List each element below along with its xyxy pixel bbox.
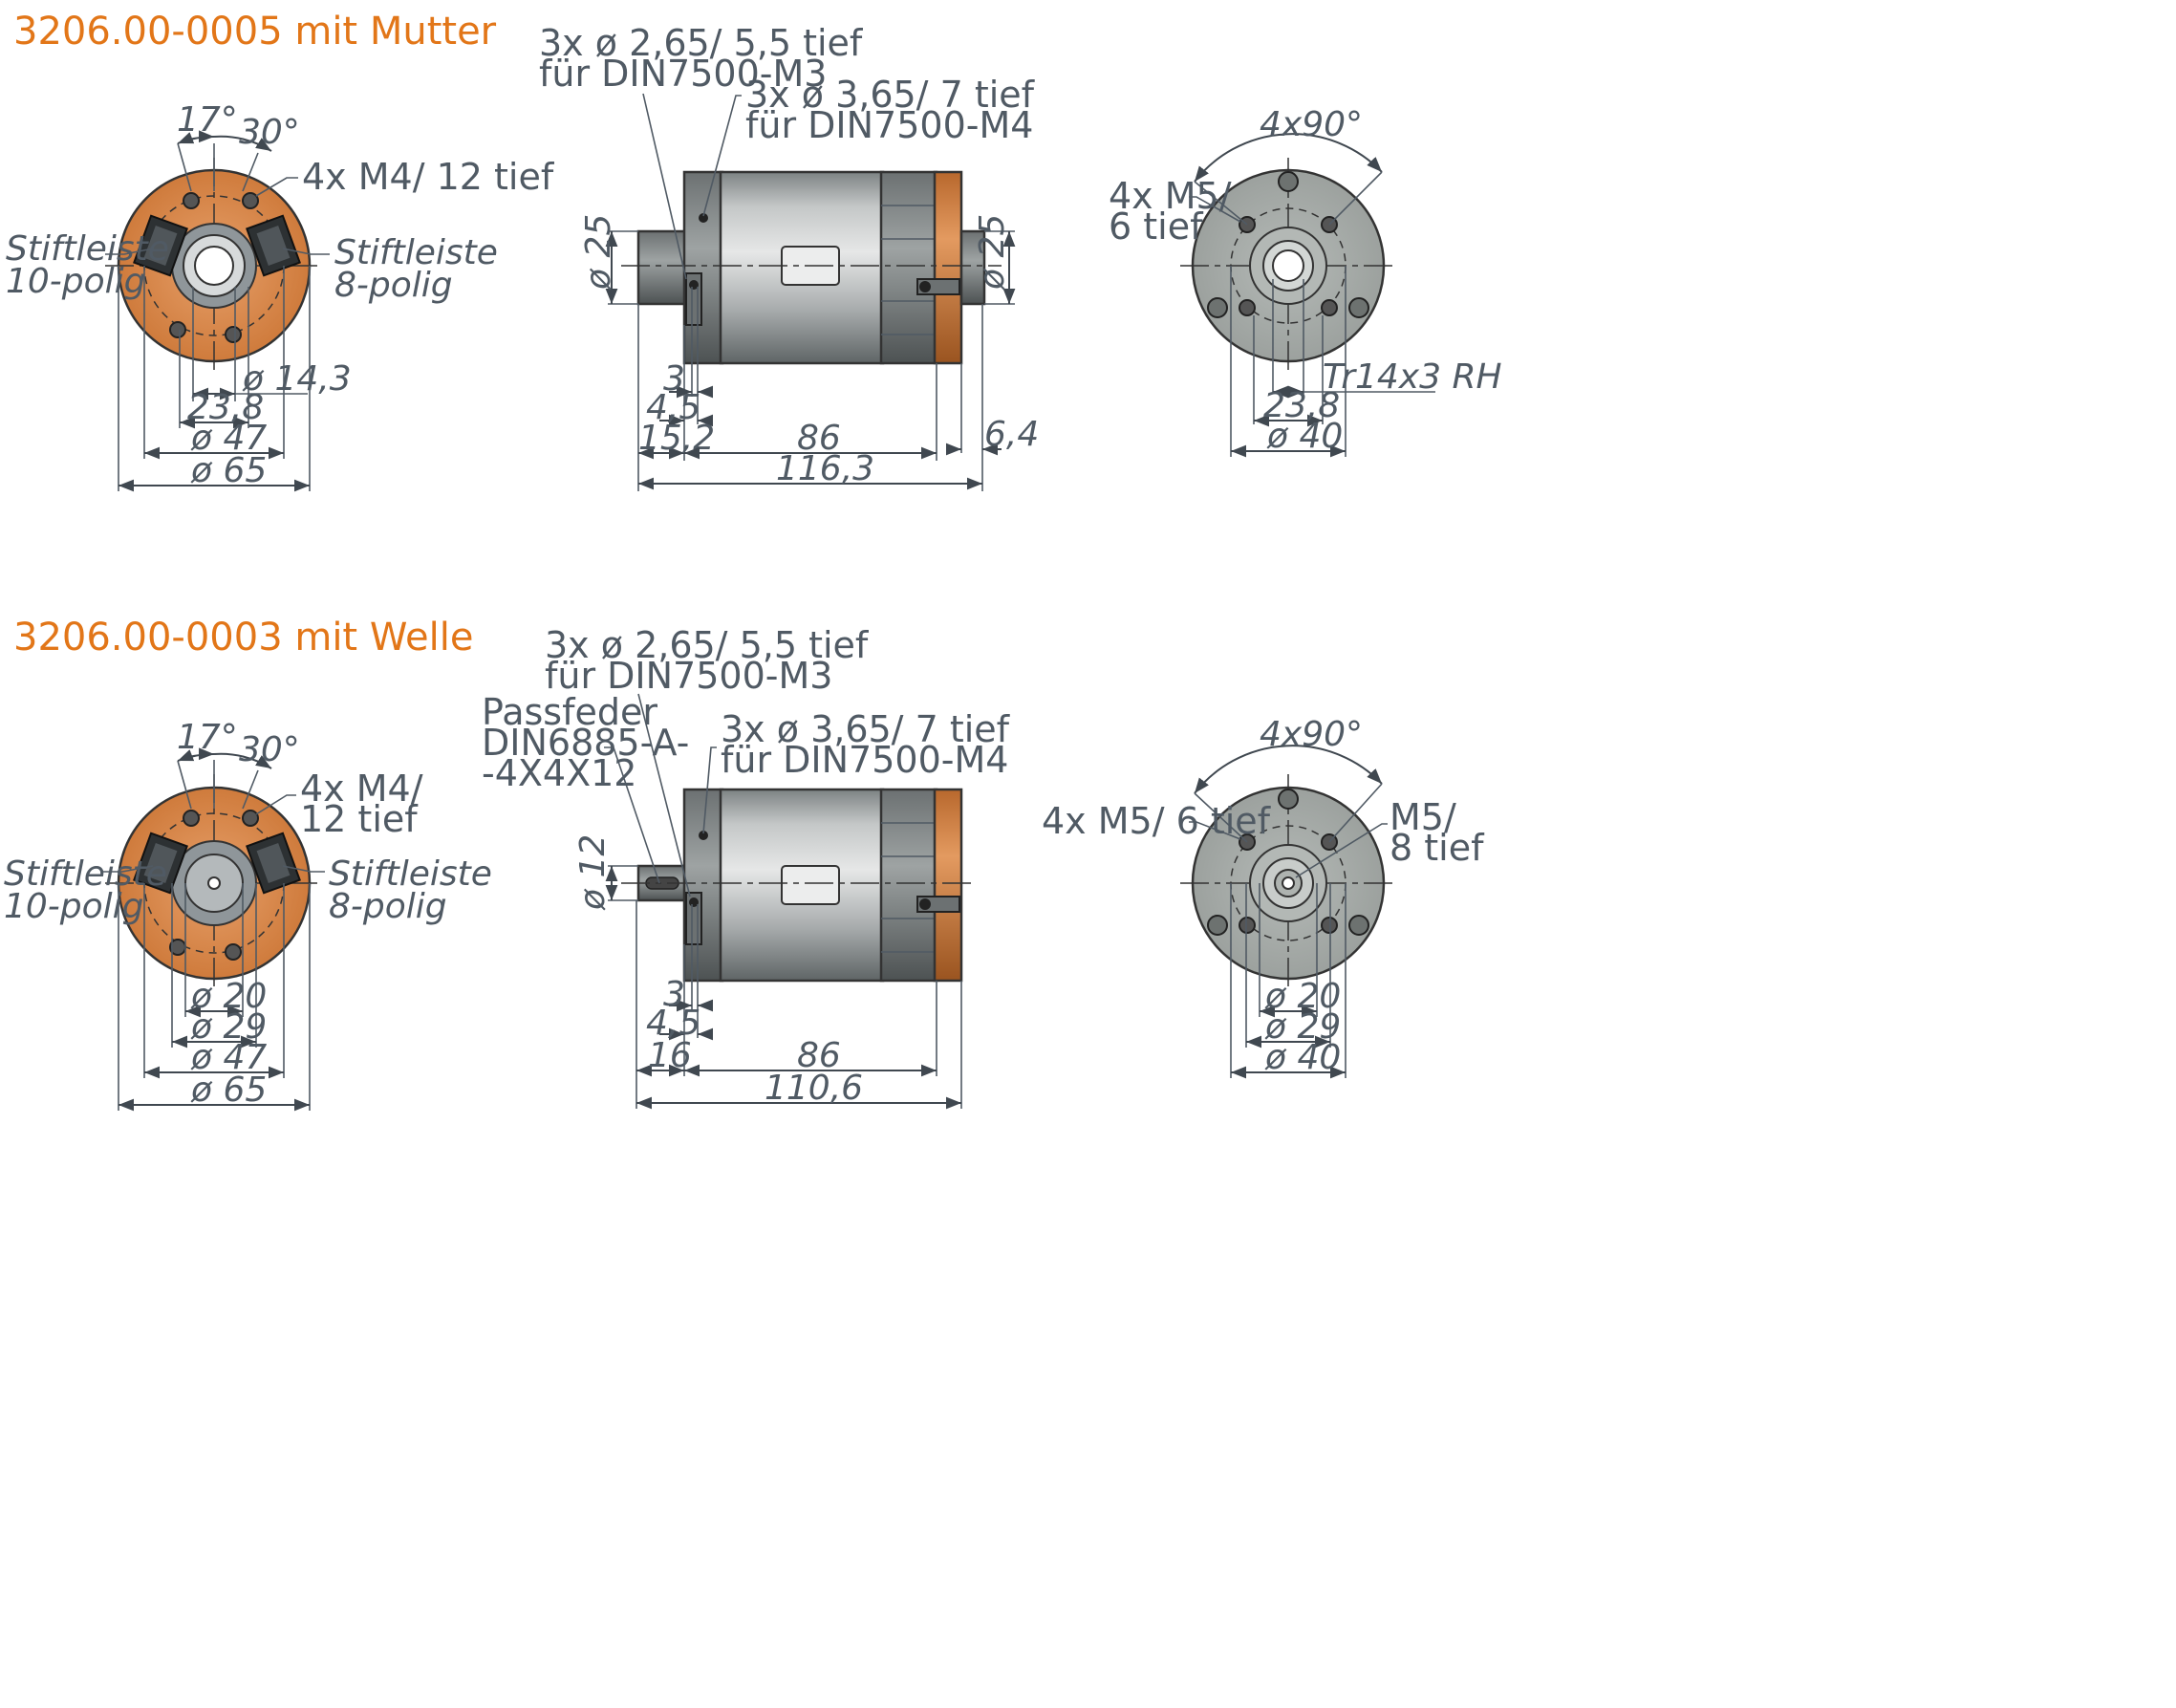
dim-trapezoid: Tr14x3 RH (1323, 357, 1502, 397)
connector-right-label: Stiftleiste (329, 854, 492, 894)
left-stub (636, 229, 688, 306)
section-title: 3206.00-0003 mit Welle (13, 616, 473, 659)
hole-a-note: für DIN7500-M3 (545, 655, 832, 697)
dim-d65: ø 65 (190, 1070, 267, 1110)
connector-left-pins: 10-polig (6, 262, 146, 301)
dim-86: 86 (797, 1036, 841, 1075)
dim-d12: ø 12 (573, 834, 613, 911)
connector-right-label: Stiftleiste (334, 233, 498, 272)
key-label: Passfeder (482, 691, 657, 733)
right-stub (959, 229, 986, 306)
connector-left-label: Stiftleiste (4, 854, 167, 894)
connector-left (133, 832, 188, 895)
side-view: 3x ø 2,65/ 5,5 tief für DIN7500-M3 3x ø … (539, 22, 1039, 491)
connector-right (246, 832, 301, 895)
lower-section: 3206.00-0003 mit Welle (4, 616, 1485, 1112)
connector-right-pins: 8-polig (329, 887, 447, 926)
thread-depth: 12 tief (300, 798, 419, 840)
rear-thread-label: 4x M5/ 6 tief (1042, 800, 1272, 842)
nut-hole (194, 246, 234, 286)
thread-label: 4x M4/ 12 tief (302, 156, 555, 198)
hole-a-note: für DIN7500-M3 (539, 53, 827, 95)
dim-152: 15,2 (638, 419, 715, 458)
dim-d14: ø 14,3 (242, 359, 352, 399)
thread-label: 4x M4/ (300, 768, 423, 810)
side-view: 3x ø 2,65/ 5,5 tief für DIN7500-M3 Passf… (482, 624, 1011, 1110)
dim-45: 4,5 (646, 1004, 700, 1043)
section-title: 3206.00-0005 mit Mutter (13, 10, 497, 54)
dim-d65: ø 65 (190, 451, 267, 490)
key-standard: DIN6885-A- (482, 722, 689, 764)
rear-dim-238: 23,8 (1263, 386, 1340, 425)
rear-dim-d29: ø 29 (1264, 1007, 1341, 1047)
dim-3: 3 (663, 975, 685, 1014)
trapezoid-thread-bore (1272, 249, 1304, 282)
dim-86: 86 (797, 419, 841, 458)
dim-d47: ø 47 (190, 1038, 267, 1077)
hole-b-label: 3x ø 3,65/ 7 tief (745, 74, 1036, 116)
rear-thread-label: 4x M5/ (1109, 175, 1232, 217)
dim-45: 4,5 (646, 388, 700, 427)
center-thread (1282, 876, 1295, 890)
rear-dim-d40: ø 40 (1264, 1038, 1341, 1077)
angle-17: 17° (177, 718, 238, 757)
dim-16: 16 (648, 1036, 692, 1075)
front-view: 17° 30° 4x M4/ 12 tief Stiftleiste 10-po… (6, 100, 555, 492)
screw-holes (169, 192, 259, 343)
front-view: 17° 30° 4x M4/ 12 tief Stiftleiste 10-po… (4, 718, 492, 1112)
angle-30: 30° (239, 730, 300, 769)
rear-dim-d40: ø 40 (1266, 417, 1343, 456)
connector-right-pins: 8-polig (334, 266, 453, 305)
dim-d20: ø 20 (190, 977, 267, 1016)
center-thread-depth: 8 tief (1390, 827, 1485, 869)
rear-thread-depth: 6 tief (1109, 205, 1204, 248)
hole-b-label: 3x ø 3,65/ 7 tief (721, 708, 1011, 750)
dim-d29: ø 29 (190, 1007, 267, 1047)
orange-flange (933, 788, 963, 983)
key-size: -4X4X12 (482, 752, 636, 794)
upper-section: 3206.00-0005 mit Mutter (6, 10, 1502, 492)
dim-d25-left: ø 25 (579, 214, 618, 291)
dim-3: 3 (663, 359, 685, 399)
dim-1163: 116,3 (776, 449, 874, 488)
orange-flange (933, 170, 963, 365)
rear-view: 4x90° 4x M5/ 6 tief M5/ 8 tief ø 20 ø 29… (1042, 715, 1485, 1079)
connector-left-pins: 10-polig (4, 887, 144, 926)
connector-left-label: Stiftleiste (6, 229, 169, 269)
hole-a-label: 3x ø 2,65/ 5,5 tief (539, 22, 864, 64)
rear-angle: 4x90° (1260, 105, 1363, 144)
connector-right (246, 214, 301, 277)
rear-view: 4x90° 4x M5/ 6 tief Tr14x3 RH 23,8 ø 40 (1109, 105, 1502, 458)
rear-dim-d20: ø 20 (1264, 977, 1341, 1016)
angle-17: 17° (177, 100, 238, 140)
dim-238: 23,8 (187, 388, 264, 427)
dim-1106: 110,6 (765, 1069, 863, 1108)
screw-holes (169, 810, 259, 961)
hole-a-label: 3x ø 2,65/ 5,5 tief (545, 624, 870, 666)
center-thread-label: M5/ (1390, 796, 1456, 838)
angle-30: 30° (239, 113, 300, 152)
dim-d47: ø 47 (190, 419, 267, 458)
connector-left (133, 214, 188, 277)
hole-b-note: für DIN7500-M4 (745, 104, 1033, 146)
rear-angle: 4x90° (1260, 715, 1363, 754)
dim-64: 6,4 (984, 415, 1039, 454)
hole-b-note: für DIN7500-M4 (721, 739, 1008, 781)
dim-d25-right: ø 25 (973, 214, 1012, 291)
